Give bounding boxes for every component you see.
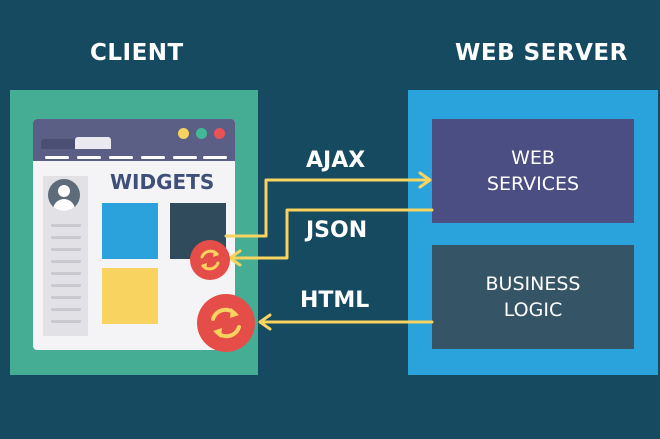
user-avatar-icon <box>48 179 80 211</box>
browser-tab-active <box>75 137 111 149</box>
menu-dash <box>109 156 133 159</box>
sidebar-line <box>51 236 81 239</box>
business-logic-line-1: BUSINESS <box>485 273 581 295</box>
html-label: HTML <box>300 288 370 313</box>
menu-dash <box>77 156 101 159</box>
web-services-box: WEB SERVICES <box>432 119 634 223</box>
sync-icon <box>190 240 230 280</box>
browser-sidebar <box>43 176 88 336</box>
window-dot-yellow <box>178 128 189 139</box>
json-arrowhead <box>228 249 242 267</box>
sidebar-line <box>51 224 81 227</box>
window-dot-green <box>196 128 207 139</box>
business-logic-line-2: LOGIC <box>503 299 563 321</box>
sidebar-line <box>51 272 81 275</box>
browser-titlebar <box>33 119 235 161</box>
window-dot-red <box>214 128 225 139</box>
browser-tab <box>41 139 77 149</box>
sidebar-line <box>51 260 81 263</box>
sidebar-line <box>51 296 81 299</box>
widget-tile-blue <box>102 203 158 259</box>
ajax-arrow <box>224 178 430 238</box>
sidebar-line <box>51 248 81 251</box>
menu-dash <box>141 156 165 159</box>
sidebar-line <box>51 308 81 311</box>
business-logic-box: BUSINESS LOGIC <box>432 245 634 349</box>
web-server-panel: WEB SERVICES BUSINESS LOGIC <box>408 90 658 375</box>
web-server-heading: WEB SERVER <box>455 40 628 66</box>
browser-window: WIDGETS <box>33 119 235 350</box>
widgets-title: WIDGETS <box>110 170 215 194</box>
sync-icon <box>197 294 255 352</box>
json-arrow <box>230 208 434 260</box>
client-heading: CLIENT <box>90 40 184 66</box>
ajax-label: AJAX <box>306 148 366 173</box>
client-panel: WIDGETS <box>10 90 258 375</box>
menu-dash <box>45 156 69 159</box>
sidebar-line <box>51 320 81 323</box>
ajax-arrowhead <box>418 171 432 189</box>
web-services-line-1: WEB <box>511 147 555 169</box>
sidebar-line <box>51 284 81 287</box>
html-arrowhead <box>258 313 272 331</box>
json-label: JSON <box>306 218 368 243</box>
web-services-line-2: SERVICES <box>486 173 580 195</box>
menu-dash <box>203 156 227 159</box>
menu-dash <box>173 156 197 159</box>
widget-tile-yellow <box>102 268 158 324</box>
